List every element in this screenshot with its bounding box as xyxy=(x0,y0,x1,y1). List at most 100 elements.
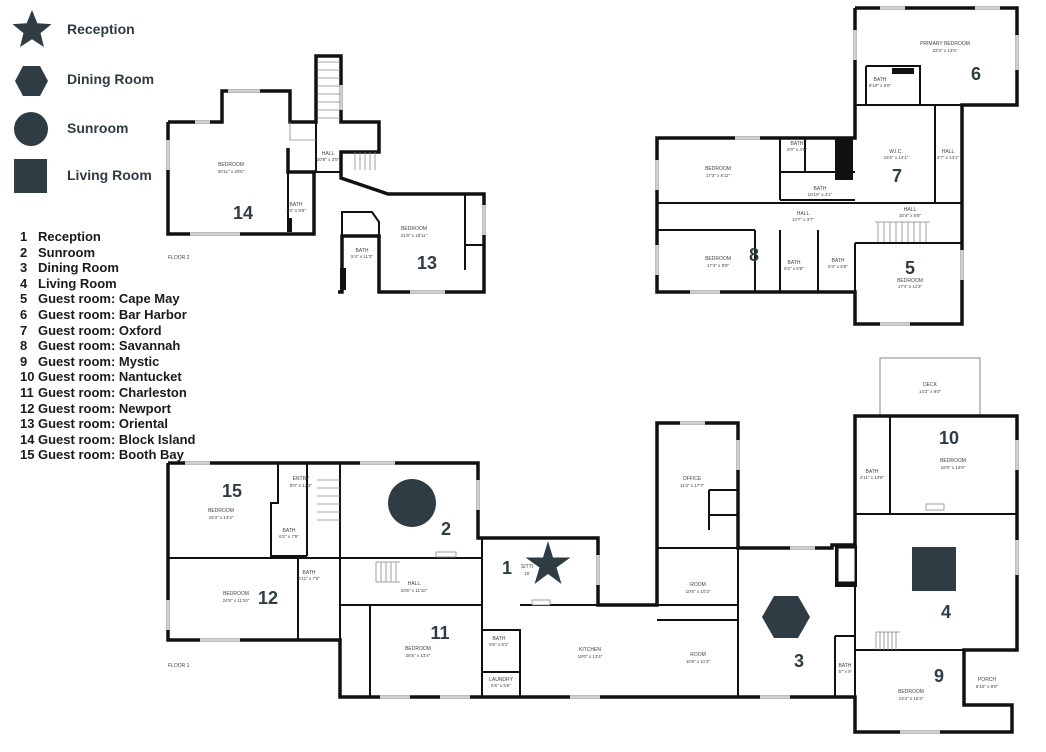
living-room-marker-square-icon xyxy=(912,547,956,591)
room-number-6: 6 xyxy=(971,64,981,84)
room-number-2: 2 xyxy=(441,519,451,539)
key-label: Guest room: Block Island xyxy=(38,431,196,447)
key-number: 2 xyxy=(20,244,28,260)
room-dimensions: 5'11" x 7'6" xyxy=(298,576,320,581)
room-label: BATH xyxy=(290,202,303,208)
key-number: 14 xyxy=(20,431,35,447)
key-label: Sunroom xyxy=(38,244,96,260)
key-label: Guest room: Mystic xyxy=(38,353,160,369)
room-number-11: 11 xyxy=(430,623,449,643)
room-label: BATH xyxy=(303,570,316,576)
legend-label-dining-room: Dining Room xyxy=(67,71,155,87)
room-label: PRIMARY BEDROOM xyxy=(920,41,970,47)
room-label: OFFICE xyxy=(683,476,702,482)
room-dimensions: 24'8" x 11'10" xyxy=(223,598,250,603)
room-number-3: 3 xyxy=(794,651,804,671)
room-label: BATH xyxy=(866,469,879,475)
room-dimensions: 10'6" x 10'3" xyxy=(686,589,711,594)
room-label: BATH xyxy=(814,186,827,192)
legend-label-living-room: Living Room xyxy=(67,167,152,183)
room-label: BATH xyxy=(356,248,369,254)
room-dimensions: 17'4" x 11'3" xyxy=(898,284,923,289)
room-dimensions: 11'3" x 17'7" xyxy=(680,483,705,488)
room-dimensions: 18'0" x 13'6" xyxy=(941,465,966,470)
room-label: BEDROOM xyxy=(705,256,731,262)
room-number-5: 5 xyxy=(905,258,915,278)
room-dimensions: 20'5" x 11'10" xyxy=(401,588,428,593)
room-label: HALL xyxy=(942,149,955,155)
room-dimensions: 6'10" x 8'0" xyxy=(976,684,999,689)
room-number-8: 8 xyxy=(749,245,759,265)
room-dimensions: 13'4" x 16'3" xyxy=(899,696,924,701)
key-number: 3 xyxy=(20,260,28,276)
room-label: ROOM xyxy=(690,652,706,658)
legend-label-reception: Reception xyxy=(67,21,135,37)
legend-circle-icon xyxy=(14,112,48,146)
room-dimensions: 15' xyxy=(524,571,530,576)
room-label: BATH xyxy=(832,258,845,264)
room-label: BEDROOM xyxy=(898,689,924,695)
room-number-15: 15 xyxy=(222,481,242,501)
room-label: KITCHEN xyxy=(579,647,601,653)
room-label: HALL xyxy=(904,207,917,213)
legend-hexagon-icon xyxy=(15,66,48,96)
room-dimensions: 5'" x 9' xyxy=(838,669,851,674)
key-number: 9 xyxy=(20,353,28,369)
key-label: Guest room: Newport xyxy=(38,400,171,416)
room-label: PORCH xyxy=(978,677,996,683)
room-dimensions: 14'2" x 8'0" xyxy=(919,389,942,394)
room-number-13: 13 xyxy=(417,253,437,273)
room-dimensions: 19'0" x 13'4" xyxy=(578,654,603,659)
key-label: Guest room: Cape May xyxy=(38,291,180,307)
room-label: ROOM xyxy=(690,582,706,588)
room-dimensions: 15'5" x 14'1" xyxy=(884,155,909,160)
key-number: 15 xyxy=(20,447,35,463)
key-item: 9 Guest room: Mystic xyxy=(20,354,195,370)
room-dimensions: 15'3" x 13'3" xyxy=(209,515,234,520)
key-item: 2 Sunroom xyxy=(20,245,195,261)
room-label: W.I.C. xyxy=(889,149,903,155)
room-dimensions: 10'10" x 4'1" xyxy=(808,192,833,197)
room-label: BATH xyxy=(874,77,887,83)
room-dimensions: 5'6" x 5'6" xyxy=(491,683,511,688)
room-label: HALL xyxy=(797,211,810,217)
key-label: Dining Room xyxy=(38,260,119,276)
room-dimensions: 5'6" x 8'1" xyxy=(489,642,509,647)
room-label: LAUNDRY xyxy=(489,677,513,683)
room-label: BATH xyxy=(788,260,801,266)
room-dimensions: 4'0" x 8'6" xyxy=(286,208,306,213)
room-dimensions: 8'10" x 5'0" xyxy=(869,83,892,88)
room-label: ENTRY xyxy=(293,476,311,482)
dining-room-marker-hexagon-icon xyxy=(762,596,810,638)
room-dimensions: 26'5" x 13'4" xyxy=(406,653,431,658)
room-dimensions: 9'0" x 13'3" xyxy=(290,483,313,488)
room-label: BEDROOM xyxy=(897,278,923,284)
key-number: 7 xyxy=(20,322,28,338)
room-dimensions: 20'11" x 20'5" xyxy=(218,169,245,174)
floor2-label: FLOOR 2 xyxy=(168,255,190,261)
key-label: Guest room: Bar Harbor xyxy=(38,306,187,322)
room-dimensions: 21'8" x 18'11" xyxy=(401,233,428,238)
room-label: BEDROOM xyxy=(405,646,431,652)
room-label: DECK xyxy=(923,382,938,388)
room-label: BEDROOM xyxy=(401,226,427,232)
room-dimensions: 14'7" x 3'7" xyxy=(792,217,815,222)
room-label: SITTI xyxy=(521,564,533,570)
room-label: BATH xyxy=(493,636,506,642)
room-label: BEDROOM xyxy=(223,591,249,597)
room-dimensions: 5'4" x 11'3" xyxy=(351,254,373,259)
key-number: 8 xyxy=(20,338,28,354)
room-label: HALL xyxy=(322,151,335,157)
room-label: BATH xyxy=(791,141,804,147)
